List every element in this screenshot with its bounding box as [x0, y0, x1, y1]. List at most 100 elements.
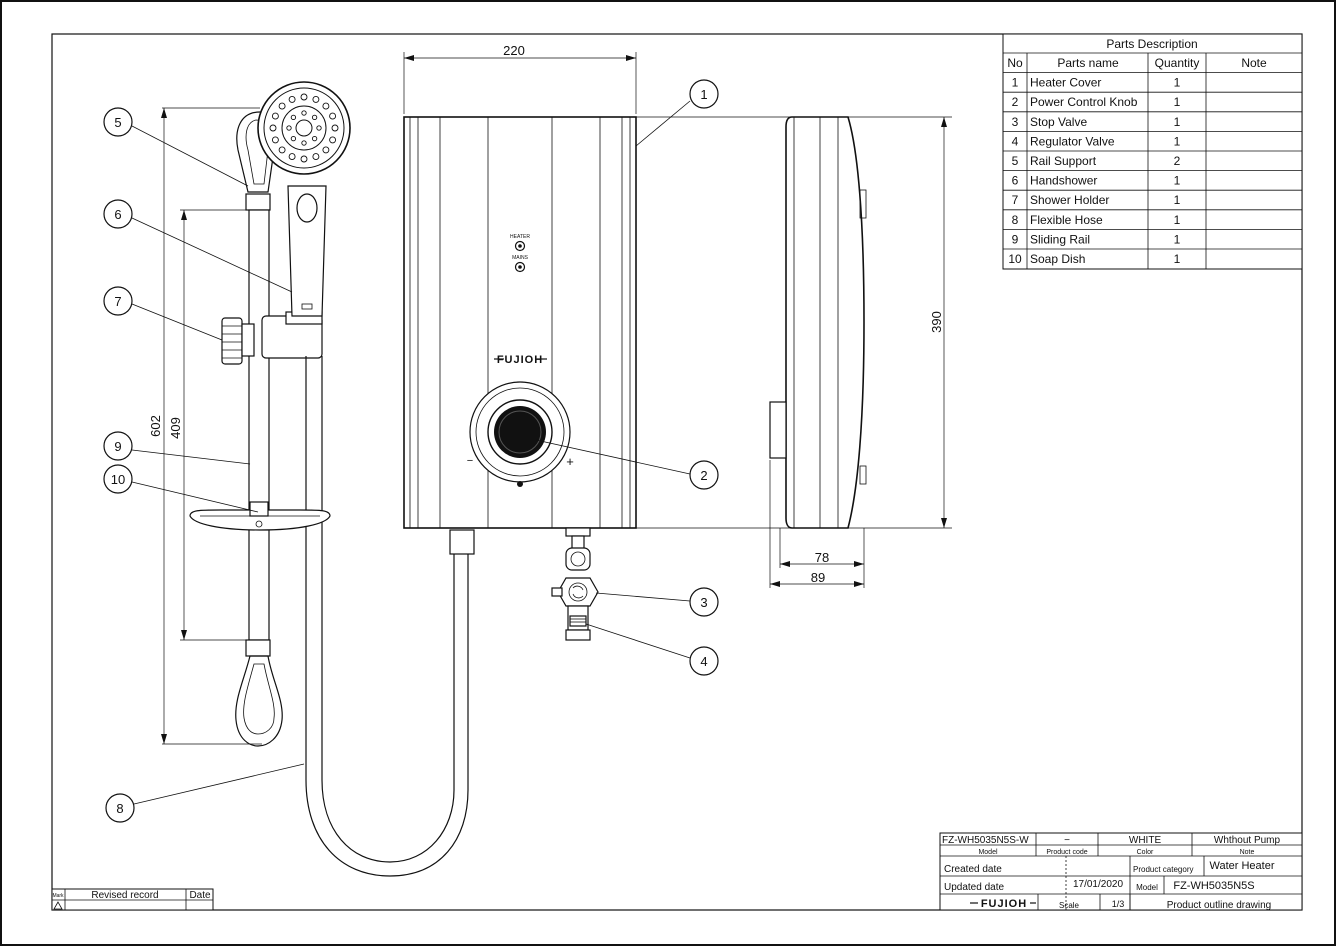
- nozzle-hole: [269, 124, 277, 132]
- dim-depth-outer: 89: [811, 570, 825, 585]
- drawing-frame: [51, 33, 1303, 911]
- stop-valve: [557, 577, 599, 607]
- valve-union: [565, 547, 591, 571]
- title-block: FZ-WH5035N5S-W − WHITE Whthout Pump Mode…: [939, 832, 1303, 911]
- parts-row-quantity: 1: [1174, 95, 1181, 109]
- heater-brand-logo: FUJIOH: [497, 354, 543, 366]
- parts-row-quantity: 1: [1174, 134, 1181, 148]
- parts-row-no: 7: [1012, 193, 1019, 207]
- parts-table-title: Parts Description: [1106, 37, 1197, 51]
- note-value: Whthout Pump: [1214, 835, 1281, 846]
- svg-text:10: 10: [111, 472, 125, 487]
- svg-text:6: 6: [114, 207, 121, 222]
- parts-row-name: Shower Holder: [1030, 193, 1109, 207]
- parts-row-quantity: 1: [1174, 174, 1181, 188]
- parts-header-name: Parts name: [1057, 56, 1119, 70]
- nozzle-hole: [311, 114, 318, 121]
- callout-2: 2: [689, 460, 719, 490]
- heater-indicator-light: [514, 240, 526, 252]
- callout-7: 7: [103, 286, 133, 316]
- parts-row-name: Power Control Knob: [1030, 95, 1138, 109]
- mains-indicator-label: MAINS: [512, 255, 529, 261]
- svg-text:1: 1: [700, 87, 707, 102]
- svg-text:2: 2: [700, 468, 707, 483]
- parts-row-name: Soap Dish: [1030, 252, 1085, 266]
- model2-label: Model: [1136, 883, 1158, 892]
- svg-text:7: 7: [114, 294, 121, 309]
- note-label: Note: [1240, 849, 1255, 856]
- revision-mark-label: Mark: [52, 893, 64, 899]
- nozzle-hole: [290, 114, 297, 121]
- dim-width: 220: [503, 43, 525, 58]
- heater-indicator-label: HEATER: [510, 234, 530, 240]
- model2-value: FZ-WH5035N5S: [1173, 880, 1254, 892]
- nozzle-hole: [286, 125, 292, 131]
- handshower-handle: [287, 185, 327, 317]
- knob-minus-label: −: [467, 455, 473, 467]
- nozzle-hole: [312, 95, 320, 103]
- svg-text:9: 9: [114, 439, 121, 454]
- updated-date-value: 17/01/2020: [1073, 879, 1123, 890]
- parts-table-row: 5 Rail Support 2: [1012, 154, 1181, 168]
- svg-text:5: 5: [114, 115, 121, 130]
- nozzle-hole: [288, 95, 296, 103]
- heater-side-view: 390 78 89: [636, 116, 952, 588]
- nozzle-hole: [278, 102, 286, 110]
- nozzle-hole: [300, 155, 308, 163]
- svg-text:4: 4: [700, 654, 707, 669]
- callout-10: 10: [103, 464, 133, 494]
- dim-rail-span: 409: [168, 417, 183, 439]
- callout-6: 6: [103, 199, 133, 229]
- handshower-nozzles: [269, 93, 339, 163]
- lower-rail-support: [235, 655, 283, 747]
- revised-record-label: Revised record: [91, 890, 158, 901]
- parts-row-quantity: 2: [1174, 154, 1181, 168]
- nozzle-hole: [322, 146, 330, 154]
- dim-rail-total: 602: [148, 415, 163, 437]
- scale-label: Scale: [1059, 901, 1080, 910]
- parts-header-no: No: [1007, 56, 1023, 70]
- handshower-head-outer: [257, 81, 351, 175]
- nozzle-hole: [288, 153, 296, 161]
- nozzle-hole: [271, 112, 279, 120]
- scale-value: 1/3: [1112, 899, 1125, 909]
- color-label: Color: [1137, 849, 1154, 856]
- flexible-hose: [305, 356, 469, 877]
- nozzle-hole: [300, 93, 308, 101]
- dim-depth-inner: 78: [815, 550, 829, 565]
- parts-row-no: 5: [1012, 154, 1019, 168]
- dim-height: 390: [929, 311, 944, 333]
- callout-8: 8: [105, 793, 135, 823]
- callout-3: 3: [689, 587, 719, 617]
- power-icon: [517, 481, 523, 487]
- shower-set: [189, 81, 475, 877]
- parts-row-no: 8: [1012, 213, 1019, 227]
- model-value: FZ-WH5035N5S-W: [942, 835, 1029, 846]
- parts-header-quantity: Quantity: [1155, 56, 1200, 70]
- title-block-brand: FUJIOH: [981, 898, 1027, 910]
- nozzle-hole: [312, 153, 320, 161]
- nozzle-hole: [301, 140, 307, 146]
- product-category-label: Product category: [1133, 865, 1193, 874]
- product-code-label: Product code: [1046, 849, 1087, 856]
- parts-row-quantity: 1: [1174, 115, 1181, 129]
- parts-row-no: 3: [1012, 115, 1019, 129]
- parts-row-no: 6: [1012, 174, 1019, 188]
- nozzle-hole: [311, 135, 318, 142]
- parts-row-quantity: 1: [1174, 252, 1181, 266]
- nozzle-hole: [271, 136, 279, 144]
- updated-date-label: Updated date: [944, 882, 1004, 893]
- nozzle-hole: [278, 146, 286, 154]
- parts-row-name: Rail Support: [1030, 154, 1097, 168]
